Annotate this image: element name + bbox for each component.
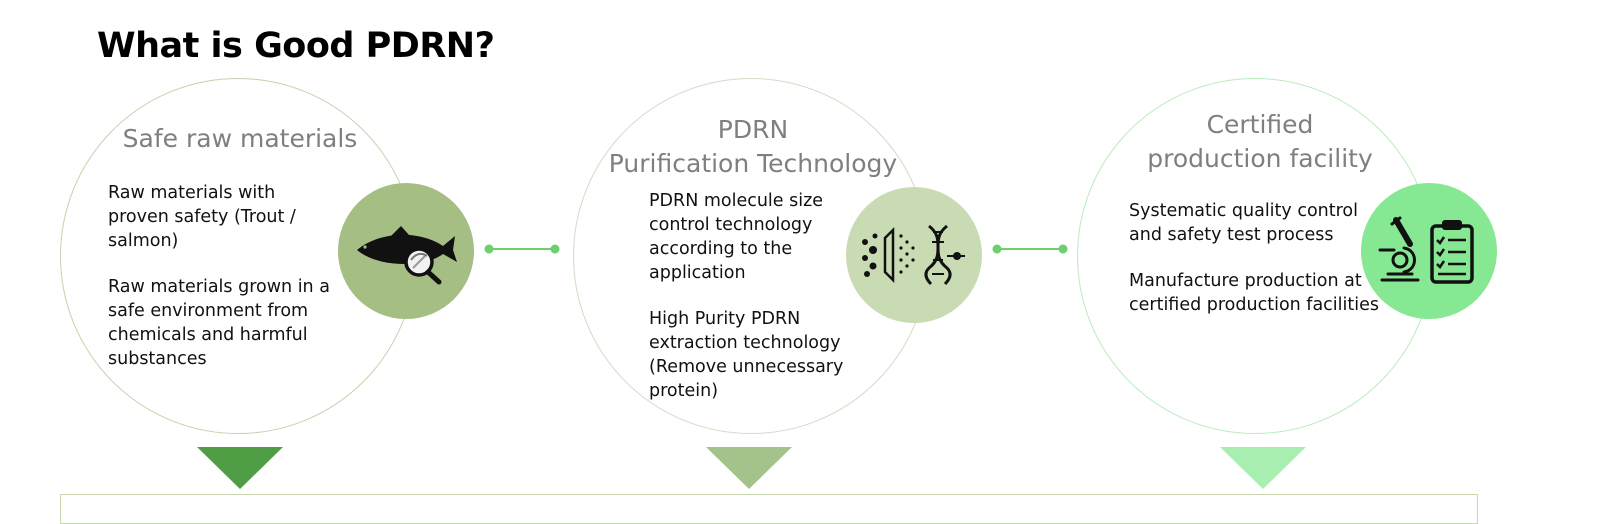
step-3-title: Certified production facility [1110,108,1410,176]
connector-2 [992,244,1068,254]
connector-1 [484,244,560,254]
step-2-paragraph-2: High Purity PDRN extraction technology (… [649,309,844,401]
step-1-paragraph-2: Raw materials grown in a safe environmen… [108,277,330,369]
step-3-title-line-2: production facility [1147,144,1373,173]
summary-box [60,494,1478,524]
step-3-paragraph-2: Manufacture production at certified prod… [1129,271,1379,315]
step-1-description: Raw materials with proven safety (Trout … [108,181,333,393]
down-arrow-2 [706,447,792,489]
step-2-title-line-1: PDRN [717,115,789,144]
dna-filter-icon [846,187,982,323]
down-arrow-3 [1220,447,1306,489]
fish-magnifier-icon [338,183,474,319]
step-2-description: PDRN molecule size control technology ac… [649,189,854,425]
step-3-title-line-1: Certified [1206,110,1314,139]
step-3-description: Systematic quality control and safety te… [1129,199,1379,339]
step-1-title-line: Safe raw materials [122,124,358,153]
step-1-paragraph-1: Raw materials with proven safety (Trout … [108,183,296,251]
step-3-paragraph-1: Systematic quality control and safety te… [1129,201,1358,245]
microscope-clipboard-icon [1361,183,1497,319]
page-title: What is Good PDRN? [97,26,495,66]
down-arrow-1 [197,447,283,489]
step-1-title: Safe raw materials [90,122,390,156]
step-2-paragraph-1: PDRN molecule size control technology ac… [649,191,824,283]
step-2-title-line-2: Purification Technology [608,149,898,178]
step-2-title: PDRN Purification Technology [583,113,923,181]
